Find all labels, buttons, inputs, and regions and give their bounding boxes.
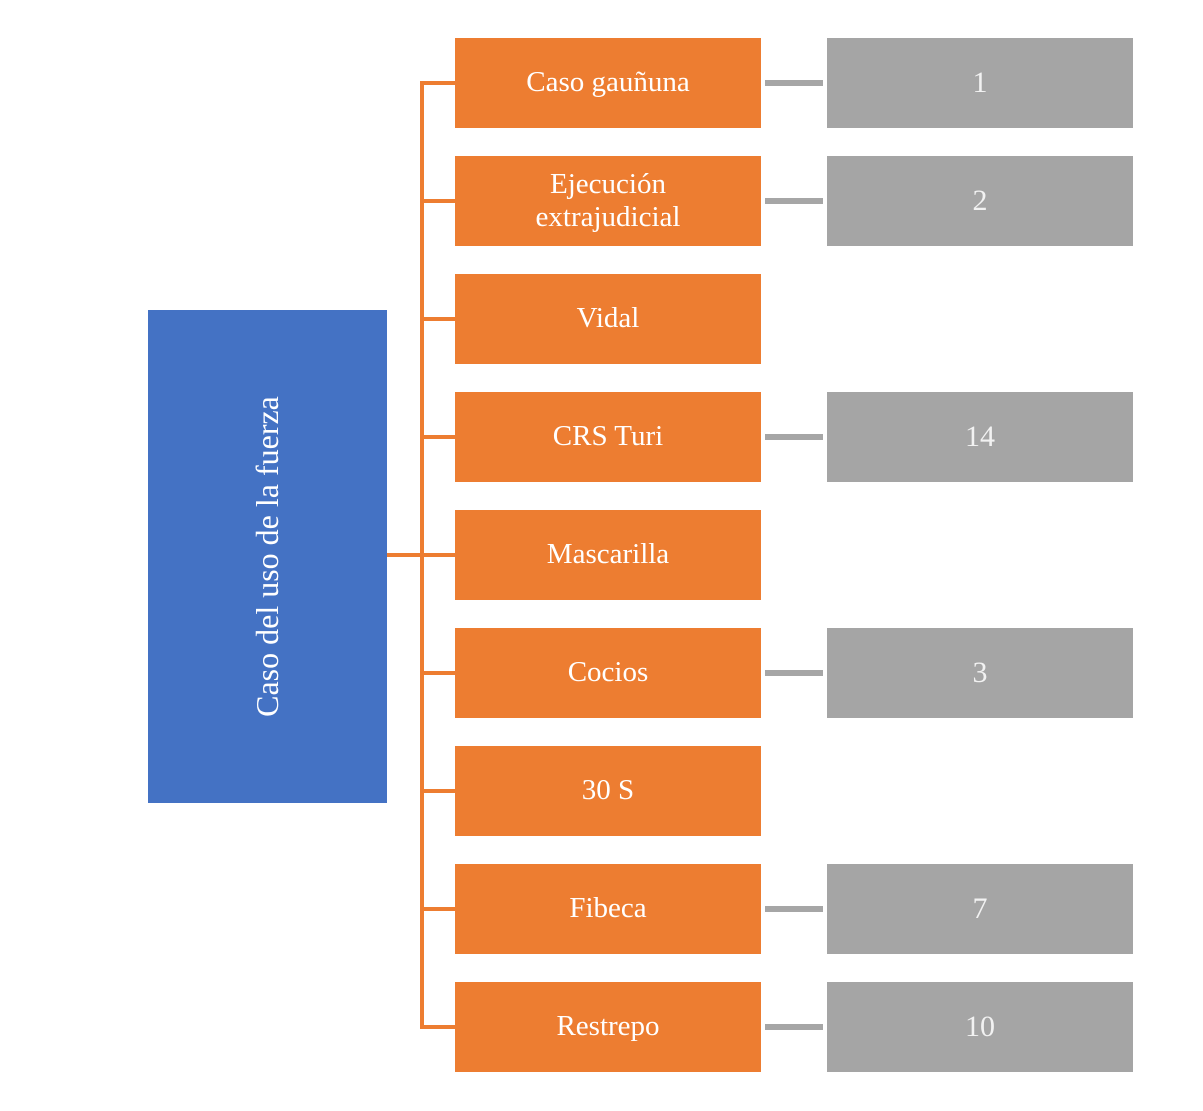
case-node: Fibeca [455,864,761,954]
case-node-label: Ejecución extrajudicial [535,167,681,233]
value-node: 14 [827,392,1133,482]
value-node: 10 [827,982,1133,1072]
branch-line [420,199,455,203]
root-node: Caso del uso de la fuerza [148,310,387,803]
value-connector-line [765,1024,823,1030]
case-node: CRS Turi [455,392,761,482]
case-node: Mascarilla [455,510,761,600]
value-node: 1 [827,38,1133,128]
diagram-row: Restrepo 10 [0,982,1203,1072]
branch-line [420,553,455,557]
branch-line [420,671,455,675]
diagram-row: Vidal [0,274,1203,364]
diagram-row: 30 S [0,746,1203,836]
diagram-row: Ejecución extrajudicial 2 [0,156,1203,246]
case-node: 30 S [455,746,761,836]
case-node-label: Mascarilla [546,538,670,571]
case-node-label: Cocios [567,656,649,689]
case-node: Vidal [455,274,761,364]
case-node-label: Restrepo [556,1010,660,1043]
value-connector-line [765,80,823,86]
value-connector-line [765,434,823,440]
value-node: 7 [827,864,1133,954]
root-connector-line [387,553,420,557]
case-node: Cocios [455,628,761,718]
branch-line [420,789,455,793]
branch-line [420,1025,455,1029]
case-node: Ejecución extrajudicial [455,156,761,246]
value-node-label: 3 [972,656,988,689]
value-node-label: 1 [972,66,988,99]
branch-line [420,435,455,439]
value-node: 3 [827,628,1133,718]
case-node: Restrepo [455,982,761,1072]
value-node-label: 2 [972,184,988,217]
value-connector-line [765,198,823,204]
diagram-row: Fibeca 7 [0,864,1203,954]
diagram-row: Caso gauñuna 1 [0,38,1203,128]
branch-line [420,317,455,321]
branch-line [420,81,455,85]
diagram-row: Mascarilla [0,510,1203,600]
value-node: 2 [827,156,1133,246]
case-node-label: 30 S [581,774,635,807]
case-node: Caso gauñuna [455,38,761,128]
diagram-row: Cocios 3 [0,628,1203,718]
case-node-label: CRS Turi [552,420,664,453]
diagram-row: CRS Turi 14 [0,392,1203,482]
case-node-label: Vidal [576,302,640,335]
value-node-label: 10 [965,1010,995,1043]
value-connector-line [765,906,823,912]
case-node-label: Caso gauñuna [526,66,690,99]
case-node-label: Fibeca [569,892,647,925]
branch-line [420,907,455,911]
value-node-label: 14 [965,420,995,453]
value-connector-line [765,670,823,676]
value-node-label: 7 [972,892,988,925]
